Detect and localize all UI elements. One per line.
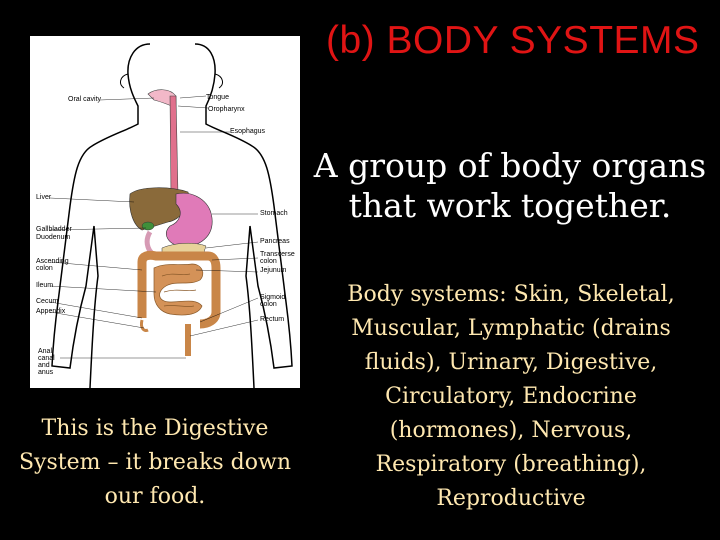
body-outline-svg [49,43,293,388]
label-pancreas: Pancreas [260,238,290,245]
label-liver: Liver [36,194,52,201]
label-oropharynx: Oropharynx [208,106,245,113]
leader-lines [49,95,259,359]
label-ileum: Ileum [36,282,54,289]
label-gallbladder: Gallbladder [36,226,72,233]
body-outline [51,43,293,388]
label-esophagus: Esophagus [230,128,266,135]
appendix-shape [140,319,149,332]
label-anal-canal: Anal [38,348,53,355]
label-jejunum: Jejunum [260,267,287,274]
label-oral-cavity: Oral cavity [68,96,102,103]
esophagus-shape [169,95,179,197]
label-anal-canal-3: and [38,362,50,369]
label-rectum: Rectum [260,316,285,323]
small-intestine-shape [153,263,204,316]
colon-shape [137,250,221,329]
gallbladder-shape [141,221,155,231]
label-cecum: Cecum [36,298,59,305]
label-transverse-colon: Transverse [260,251,295,258]
body-systems-list: Body systems: Skin, Skeletal, Muscular, … [347,282,675,511]
label-sigmoid-colon-2: colon [260,301,277,308]
label-duodenum: Duodenum [36,234,71,241]
label-ascending-colon: Ascending [36,258,69,265]
label-stomach: Stomach [260,210,288,217]
label-sigmoid-colon: Sigmoid [260,294,286,301]
label-ascending-colon-2: colon [36,265,53,272]
label-tongue: Tongue [206,94,229,101]
subtitle: A group of body organs that work togethe… [313,146,707,225]
label-anal-canal-2: canal [38,355,55,362]
diagram-caption: This is the Digestive System – it breaks… [18,416,292,509]
label-transverse-colon-2: colon [260,258,277,265]
label-anal-canal-4: anus [38,369,54,376]
page-title: (b) BODY SYSTEMS [326,19,700,62]
label-appendix: Appendix [36,308,66,315]
digestive-system-diagram: Oral cavity Tongue Oropharynx Esophagus … [30,36,300,388]
